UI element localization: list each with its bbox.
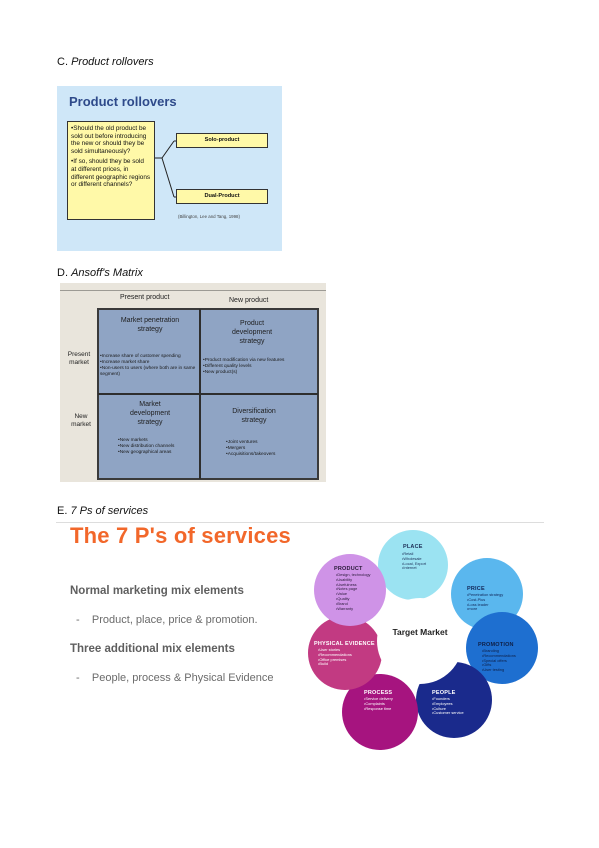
section-c-label: C. Product rollovers [57, 56, 154, 68]
product-circle: PRODUCT Design, technology Usability Use… [314, 554, 386, 626]
list-item: New geographical areas [118, 450, 198, 456]
list-item: Founders [432, 696, 464, 702]
list-item: Increase share of customer spending [100, 354, 198, 360]
list-item: Usability [336, 577, 370, 583]
cell-market-development-list: New markets New distribution channels Ne… [118, 438, 198, 456]
promotion-list: Branding Recommendations Special offers … [482, 648, 516, 673]
list-item: Value [336, 591, 370, 597]
people-list: Founders Employees Culture Customer serv… [432, 696, 464, 716]
cell-diversification-list: Joint ventures Mergers Acquisitions/take… [226, 440, 306, 458]
seven-ps-diagram: PLACE Retail Wholesale Local, Export Int… [306, 528, 540, 764]
physical-evidence-list: User stories Recommendations Office prem… [318, 647, 352, 667]
list-item: Brand [336, 601, 370, 607]
questions-box: •Should the old product be sold out befo… [67, 121, 155, 220]
cell-market-penetration-title: Market penetration strategy [120, 317, 180, 333]
list-item: Different quality levels [203, 364, 317, 370]
cell-product-development-list: Product modification via new features Di… [203, 358, 317, 376]
question-2: •If so, should they be sold at different… [71, 158, 151, 189]
cell-diversification-title: Diversification strategy [232, 408, 276, 424]
slide-title: Product rollovers [69, 94, 177, 109]
list-item: Joint ventures [226, 440, 306, 446]
divider [56, 522, 544, 523]
cell-product-development-title: Product development strategy [231, 320, 273, 345]
list-item: Usefulness [336, 582, 370, 588]
place-list: Retail Wholesale Local, Export Internet [402, 551, 426, 571]
row-header-new: New market [71, 413, 91, 428]
list-item: Product modification via new features [203, 358, 317, 364]
place-circle: PLACE Retail Wholesale Local, Export Int… [378, 530, 448, 600]
list-item: Service delivery [364, 696, 392, 702]
connector-lines [155, 140, 176, 198]
cell-market-development-title: Market development strategy [129, 401, 171, 426]
list-item: Increase market share [100, 360, 198, 366]
normal-elements-item: - Product, place, price & promotion. [76, 614, 258, 626]
list-item: Recommendations [318, 652, 351, 658]
section-e-label: E. 7 Ps of services [57, 505, 149, 517]
list-item: Office premises [318, 657, 352, 663]
list-item: Loss leader [467, 602, 503, 608]
list-item: Notes page [336, 587, 370, 592]
list-item: Wholesale [402, 556, 426, 562]
list-item: Local, Export [402, 561, 426, 567]
seven-ps-title: The 7 P's of services [70, 523, 291, 548]
list-item: New markets [118, 438, 198, 444]
col-header-present: Present product [120, 294, 170, 301]
question-1: •Should the old product be sold out befo… [71, 125, 147, 155]
grid-divider-horizontal [98, 393, 318, 395]
people-title: PEOPLE [432, 690, 456, 696]
process-title: PROCESS [364, 690, 393, 696]
list-item: New product(s) [203, 370, 317, 376]
list-item: more [467, 607, 503, 612]
list-item: Quality [336, 596, 370, 602]
list-item: Internet [402, 566, 426, 571]
citation: (Billington, Lee and Tang, 1998) [178, 214, 240, 219]
row-header-present: Present market [67, 351, 91, 366]
product-list: Design, technology Usability Usefulness … [336, 572, 370, 612]
physical-evidence-circle: PHYSICAL EVIDENCE User stories Recommend… [308, 616, 382, 690]
list-item: New distribution channels [118, 444, 198, 450]
list-item: Recommendations [482, 653, 515, 659]
list-item: Branding [482, 648, 516, 654]
target-market-circle: Target Market [379, 600, 461, 682]
additional-elements-heading: Three additional mix elements [70, 643, 235, 655]
price-title: PRICE [467, 586, 485, 592]
normal-elements-heading: Normal marketing mix elements [70, 585, 244, 597]
place-title: PLACE [403, 544, 423, 550]
list-item: Cost-Plus [467, 597, 503, 603]
list-item: Response time [364, 706, 393, 712]
product-title: PRODUCT [334, 566, 363, 572]
list-item: Build [318, 662, 352, 667]
solo-product-box: Solo-product [176, 133, 268, 148]
list-item: Retail [402, 551, 426, 557]
list-item: Special offers [482, 658, 516, 664]
list-item: Non-users to users (where both are in sa… [100, 366, 198, 378]
section-d-label: D. Ansoff's Matrix [57, 267, 143, 279]
target-market-label: Target Market [392, 627, 448, 637]
list-item: Culture [432, 706, 464, 712]
process-list: Service delivery Complaints Response tim… [364, 696, 393, 712]
list-item: Penetration strategy [467, 592, 503, 598]
header-rule [60, 290, 326, 291]
list-item: Design, technology [336, 572, 370, 578]
list-item: User testing [482, 667, 516, 673]
price-list: Penetration strategy Cost-Plus Loss lead… [467, 592, 503, 612]
physical-evidence-title: PHYSICAL EVIDENCE [314, 641, 375, 647]
col-header-new: New product [229, 297, 269, 304]
additional-elements-item: - People, process & Physical Evidence [76, 672, 274, 684]
list-item: Warranty [336, 606, 370, 612]
list-item: Mergers [226, 446, 306, 452]
list-item: Employees [432, 701, 464, 707]
list-item: Customer service [432, 711, 463, 716]
list-item: Complaints [364, 701, 393, 707]
dual-product-box: Dual-Product [176, 189, 268, 204]
list-item: Gifts [482, 663, 516, 668]
promotion-title: PROMOTION [478, 642, 514, 648]
cell-market-penetration-list: Increase share of customer spending Incr… [100, 354, 198, 378]
list-item: User stories [318, 647, 352, 653]
list-item: Acquisitions/takeovers [226, 452, 306, 458]
